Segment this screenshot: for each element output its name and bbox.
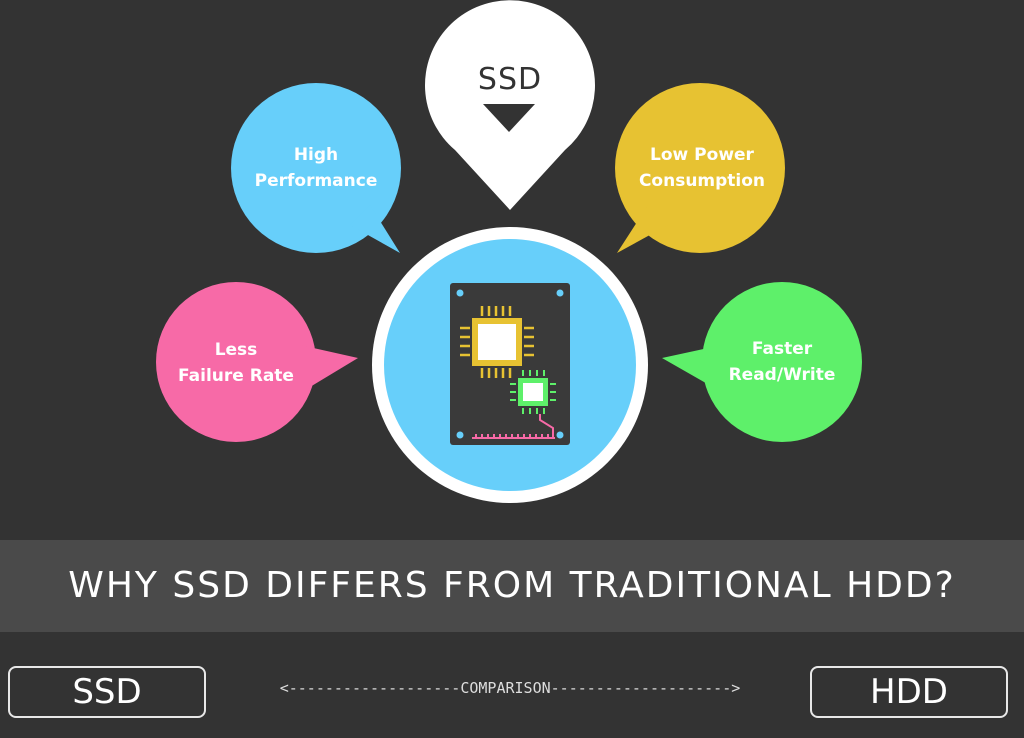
less-failure-line-1: Less bbox=[214, 340, 258, 360]
small-chip-icon bbox=[510, 370, 556, 414]
low-power-line-2: Consumption bbox=[638, 171, 766, 191]
circuit-board-icon bbox=[450, 283, 570, 445]
connector-trace-icon bbox=[472, 414, 555, 439]
less-failure-bubble bbox=[156, 282, 358, 442]
ssd-box: SSD bbox=[8, 666, 206, 718]
ssd-pin-label: SSD bbox=[477, 62, 543, 97]
high-performance-line-1: High bbox=[293, 145, 339, 165]
faster-rw-bubble bbox=[662, 282, 862, 442]
hdd-box: HDD bbox=[810, 666, 1008, 718]
main-chip-icon bbox=[460, 306, 534, 378]
less-failure-line-2: Failure Rate bbox=[178, 366, 294, 386]
ssd-pin-bubble bbox=[425, 0, 596, 210]
high-performance-label: High Performance bbox=[226, 142, 406, 194]
low-power-bubble bbox=[615, 83, 785, 253]
high-performance-line-2: Performance bbox=[254, 171, 378, 191]
faster-rw-line-2: Read/Write bbox=[728, 365, 836, 385]
low-power-label: Low Power Consumption bbox=[612, 142, 792, 194]
faster-rw-line-1: Faster bbox=[751, 339, 813, 359]
down-arrow-icon bbox=[483, 104, 535, 132]
faster-rw-label: Faster Read/Write bbox=[692, 336, 872, 388]
title-banner bbox=[0, 540, 1024, 632]
less-failure-label: Less Failure Rate bbox=[146, 337, 326, 389]
banner-title: WHY SSD DIFFERS FROM TRADITIONAL HDD? bbox=[68, 565, 956, 606]
high-performance-bubble bbox=[231, 83, 401, 253]
low-power-line-1: Low Power bbox=[650, 145, 754, 165]
comparison-arrow: <-------------------COMPARISON----------… bbox=[279, 679, 741, 697]
